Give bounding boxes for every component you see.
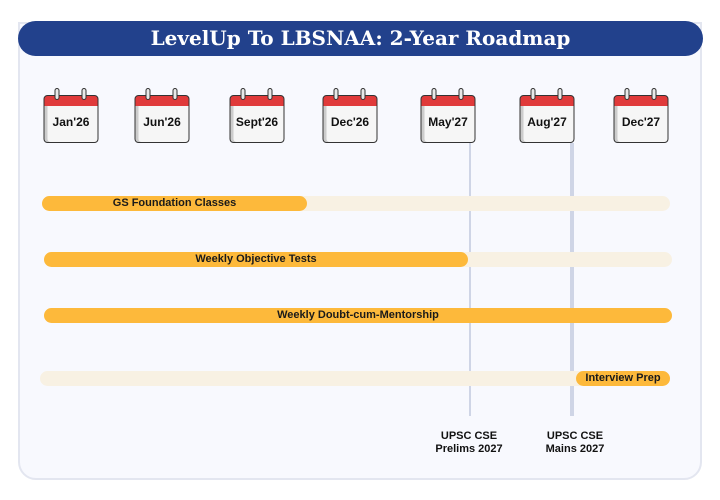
calendar-icon: Aug'27	[519, 88, 575, 143]
page-title: LevelUp To LBSNAA: 2-Year Roadmap	[18, 21, 703, 56]
month-label: May'27	[420, 106, 476, 143]
mains-marker-line	[570, 143, 574, 416]
bar-gs-foundation: GS Foundation Classes	[42, 196, 307, 211]
bar-objective-tests: Weekly Objective Tests	[44, 252, 468, 267]
month-label: Dec'27	[613, 106, 669, 143]
month-label: Dec'26	[322, 106, 378, 143]
month-label: Jun'26	[134, 106, 190, 143]
month-label: Sept'26	[229, 106, 285, 143]
month-label: Aug'27	[519, 106, 575, 143]
month-label: Jan'26	[43, 106, 99, 143]
track-interview-prep	[40, 371, 670, 386]
bar-interview-prep: Interview Prep	[576, 371, 670, 386]
milestone-line1: UPSC CSE	[440, 430, 498, 442]
bar-mentorship: Weekly Doubt-cum-Mentorship	[44, 308, 672, 323]
milestone-prelims: UPSC CSE Prelims 2027	[409, 430, 529, 456]
milestone-mains: UPSC CSE Mains 2027	[515, 430, 635, 456]
calendar-icon: Jan'26	[43, 88, 99, 143]
calendar-icon: Sept'26	[229, 88, 285, 143]
calendar-icon: Jun'26	[134, 88, 190, 143]
milestone-line2: Prelims 2027	[435, 443, 503, 455]
calendar-icon: May'27	[420, 88, 476, 143]
milestone-line2: Mains 2027	[545, 443, 605, 455]
calendar-icon: Dec'27	[613, 88, 669, 143]
calendar-icon: Dec'26	[322, 88, 378, 143]
milestone-line1: UPSC CSE	[546, 430, 604, 442]
prelims-marker-line	[469, 143, 471, 416]
